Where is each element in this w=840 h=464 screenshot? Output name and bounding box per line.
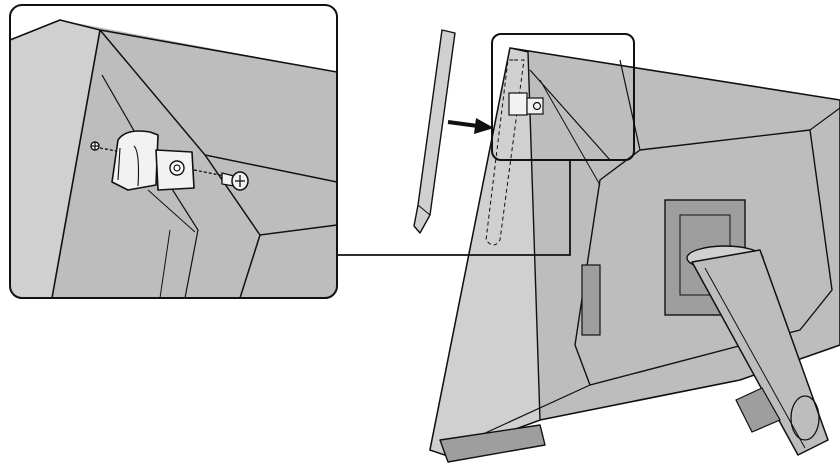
stand-foot-ring [790,395,820,441]
screw-icon [221,171,249,191]
monitor-bottom-foot [439,424,546,463]
detail-inset-frame [9,4,338,299]
arrow-right-icon [447,118,494,134]
monitor-stand [664,199,829,456]
pen-holder-clip [111,130,195,191]
monitor-port-panel [581,264,601,336]
stylus-pen [413,29,456,234]
pen-channel-outline [485,59,525,246]
alignment-dashed-line [99,147,123,153]
pen-holder-clip-small [508,92,544,116]
stylus-body [413,29,456,234]
callout-leader-line [337,160,571,256]
detail-inset [9,4,338,299]
screw-hole-icon [90,141,100,151]
inset-side-edge [10,19,101,298]
callout-frame [491,33,635,161]
